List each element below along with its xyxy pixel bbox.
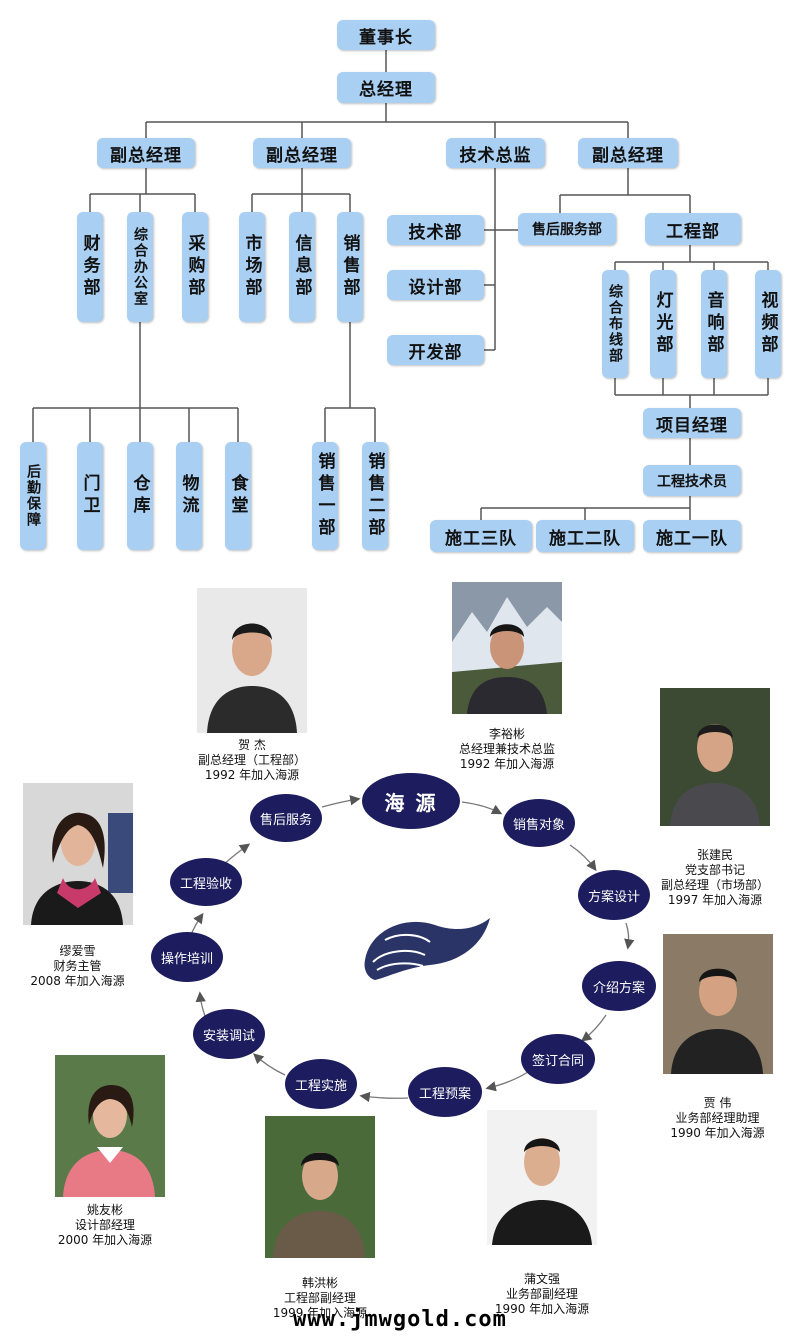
portrait-pu-wenqiang [487, 1110, 597, 1245]
person-title: 工程部副经理 [283, 1291, 356, 1305]
site-watermark: www.jmwgold.com [293, 1307, 507, 1332]
engineering-box: 工程部 [645, 213, 741, 245]
person-title-2: 副总经理（市场部） [660, 878, 769, 892]
portrait-miao-aixue [23, 783, 133, 925]
vp3-box: 副总经理 [578, 138, 678, 168]
person-name: 姚友彬 [86, 1203, 123, 1217]
general-office-box: 综合办公室 [127, 212, 153, 322]
caption-he-jie: 贺 杰 副总经理（工程部） 1992 年加入海源 [162, 738, 342, 783]
portrait-han-hongbin [265, 1116, 375, 1258]
cycle-step-3: 介绍方案 [582, 961, 656, 1011]
sales2-box: 销售二部 [362, 442, 388, 550]
tech-director-box: 技术总监 [446, 138, 545, 168]
general-manager-box: 总经理 [337, 72, 435, 103]
cycle-step-2: 方案设计 [578, 870, 650, 920]
team3-box: 施工三队 [430, 520, 532, 552]
wave-logo-icon [364, 918, 490, 980]
person-title: 业务部副经理 [505, 1287, 578, 1301]
portrait-he-jie [197, 588, 307, 733]
caption-li-yubin: 李裕彬 总经理兼技术总监 1992 年加入海源 [427, 727, 587, 772]
portrait-yao-youbin [55, 1055, 165, 1197]
team1-box: 施工一队 [643, 520, 741, 552]
person-joined: 1992 年加入海源 [204, 768, 300, 782]
person-title: 设计部经理 [74, 1218, 135, 1232]
portrait-li-yubin [452, 582, 562, 714]
cycle-step-10: 售后服务 [250, 794, 322, 842]
person-name: 韩洪彬 [301, 1276, 338, 1290]
portrait-zhang-jianmin [660, 688, 770, 826]
video-box: 视频部 [755, 270, 781, 378]
org-chart-connectors [32, 50, 769, 520]
guard-box: 门卫 [77, 442, 103, 550]
cycle-arrows [189, 795, 635, 1103]
person-title: 业务部经理助理 [675, 1111, 760, 1125]
person-title: 党支部书记 [684, 863, 745, 877]
chairman-box: 董事长 [337, 20, 435, 50]
person-joined: 2000 年加入海源 [57, 1233, 153, 1247]
project-manager-box: 项目经理 [643, 408, 741, 438]
person-title: 副总经理（工程部） [197, 753, 306, 767]
person-joined: 1992 年加入海源 [459, 757, 555, 771]
cycle-step-7: 安装调试 [193, 1009, 265, 1059]
person-title: 总经理兼技术总监 [458, 742, 555, 756]
sales-box: 销售部 [337, 212, 363, 322]
engineer-box: 工程技术员 [643, 465, 741, 496]
person-joined: 1997 年加入海源 [667, 893, 763, 907]
cycle-step-6: 工程实施 [285, 1059, 357, 1109]
audio-box: 音响部 [701, 270, 727, 378]
person-name: 贺 杰 [238, 738, 266, 752]
cycle-step-8: 操作培训 [151, 932, 223, 982]
caption-pu-wenqiang: 蒲文强 业务部副经理 1990 年加入海源 [462, 1272, 622, 1317]
person-name: 蒲文强 [523, 1272, 560, 1286]
caption-yao-youbin: 姚友彬 设计部经理 2000 年加入海源 [30, 1203, 180, 1248]
market-box: 市场部 [239, 212, 265, 322]
person-joined: 1999 年加入海源 [272, 1306, 368, 1320]
canteen-box: 食堂 [225, 442, 251, 550]
cabling-box: 综合布线部 [602, 270, 628, 378]
caption-zhang-jianmin: 张建民 党支部书记 副总经理（市场部） 1997 年加入海源 [635, 848, 795, 908]
tech-dept-box: 技术部 [387, 215, 484, 245]
person-name: 张建民 [696, 848, 733, 862]
lighting-box: 灯光部 [650, 270, 676, 378]
finance-box: 财务部 [77, 212, 103, 322]
cycle-step-4: 签订合同 [521, 1034, 595, 1084]
cycle-step-9: 工程验收 [170, 858, 242, 906]
design-dept-box: 设计部 [387, 270, 484, 300]
person-joined: 2008 年加入海源 [30, 974, 125, 988]
dev-dept-box: 开发部 [387, 335, 484, 365]
caption-jia-wei: 贾 伟 业务部经理助理 1990 年加入海源 [640, 1096, 795, 1141]
shipping-box: 物流 [176, 442, 202, 550]
information-box: 信息部 [289, 212, 315, 322]
purchasing-box: 采购部 [182, 212, 208, 322]
person-joined: 1990 年加入海源 [670, 1126, 765, 1140]
portrait-jia-wei [663, 934, 773, 1074]
cycle-center: 海 源 [362, 773, 460, 829]
caption-miao-aixue: 缪爱雪 财务主管 2008 年加入海源 [0, 944, 155, 989]
person-name: 缪爱雪 [59, 944, 96, 958]
cycle-step-1: 销售对象 [503, 799, 575, 847]
logistics-box: 后勤保障 [20, 442, 46, 550]
caption-han-hongbin: 韩洪彬 工程部副经理 1999 年加入海源 [240, 1276, 400, 1321]
person-joined: 1990 年加入海源 [494, 1302, 590, 1316]
vp1-box: 副总经理 [97, 138, 195, 168]
person-name: 李裕彬 [488, 727, 525, 741]
after-sales-box: 售后服务部 [518, 213, 616, 245]
sales1-box: 销售一部 [312, 442, 338, 550]
cycle-step-5: 工程预案 [408, 1067, 482, 1117]
warehouse-box: 仓库 [127, 442, 153, 550]
team2-box: 施工二队 [536, 520, 634, 552]
vp2-box: 副总经理 [253, 138, 351, 168]
person-title: 财务主管 [53, 959, 102, 973]
person-name: 贾 伟 [703, 1096, 732, 1110]
